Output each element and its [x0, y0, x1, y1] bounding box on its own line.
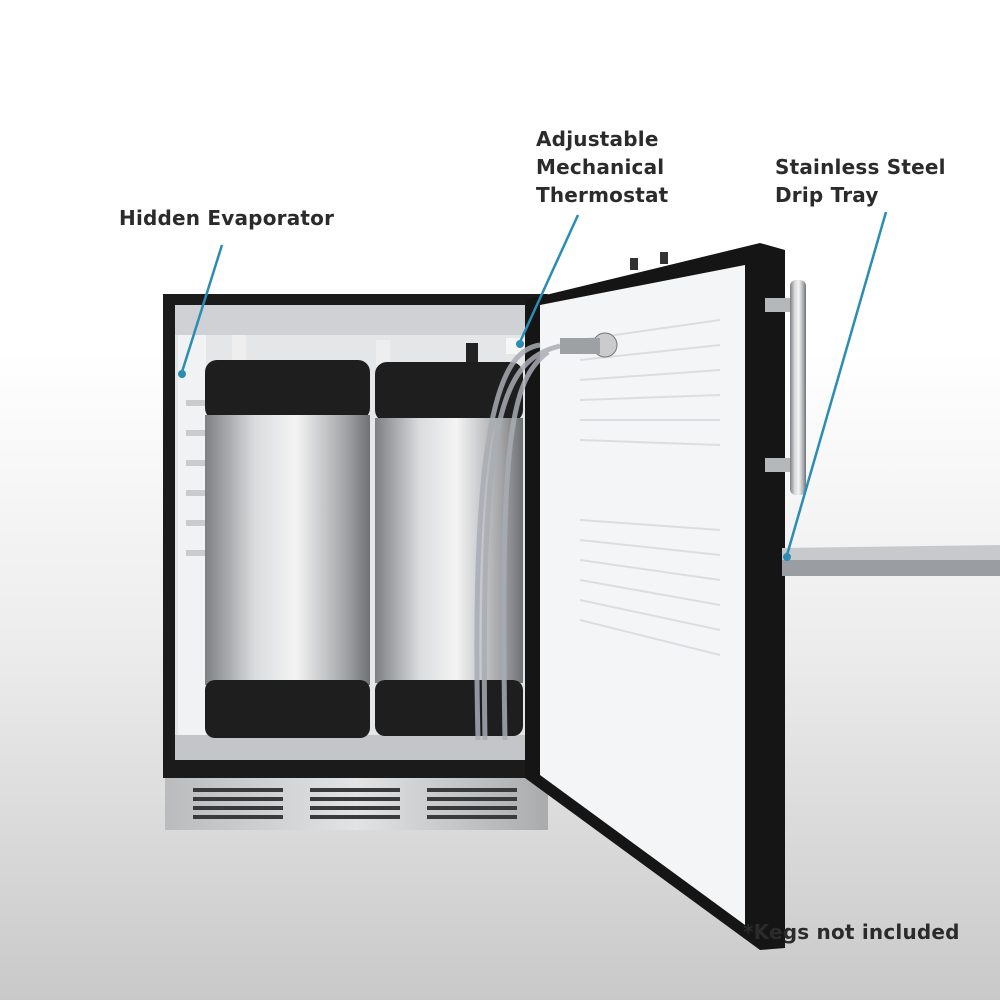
callout-lines: [180, 211, 888, 556]
drip-tray: [782, 545, 1000, 576]
callout-line-1: Stainless Steel: [775, 155, 946, 179]
callout-line-2: Drip Tray: [775, 183, 879, 207]
door-handle[interactable]: [765, 280, 806, 495]
door-inner-panel: [540, 265, 745, 925]
grille-vents: [193, 788, 517, 819]
footnote-kegs-not-included: *Kegs not included: [743, 920, 960, 944]
callout-line-3: Thermostat: [536, 183, 669, 207]
beer-lines: [474, 342, 561, 741]
callout-drip-tray: Stainless Steel Drip Tray: [775, 153, 946, 209]
callout-hidden-evaporator: Hidden Evaporator: [119, 206, 335, 230]
evaporator-wall: [178, 335, 206, 755]
callout-thermostat: Adjustable Mechanical Thermostat: [536, 125, 668, 209]
keg-left: [205, 335, 370, 738]
callout-line-1: Adjustable: [536, 127, 659, 151]
bottom-grille: [165, 778, 548, 830]
callout-line-2: Mechanical: [536, 155, 665, 179]
door-ridges: [579, 319, 721, 656]
keg-right: [375, 340, 523, 736]
wall-ribs: [186, 400, 206, 556]
